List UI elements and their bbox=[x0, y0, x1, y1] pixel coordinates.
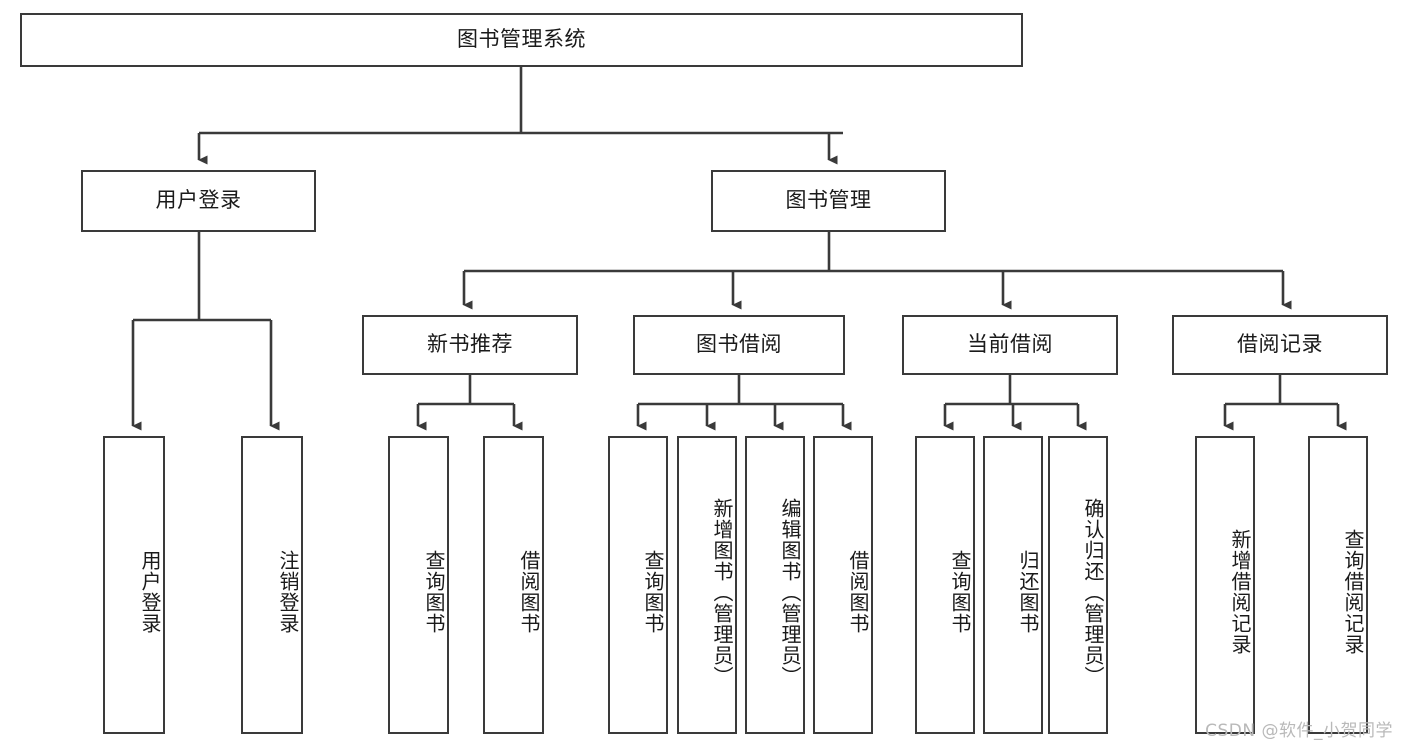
leaf-label: 确认归还（管理员） bbox=[1081, 497, 1105, 687]
leaf-borrow-record-1[interactable]: 新增借阅记录 bbox=[1195, 436, 1255, 734]
leaf-label: 新增借阅记录 bbox=[1228, 529, 1252, 655]
leaf-current-borrow-3[interactable]: 确认归还（管理员） bbox=[1048, 436, 1108, 734]
leaf-label: 编辑图书（管理员） bbox=[778, 497, 802, 687]
leaf-new-book-rec-1[interactable]: 查询图书 bbox=[388, 436, 449, 734]
leaf-book-borrow-1[interactable]: 查询图书 bbox=[608, 436, 668, 734]
node-user-login[interactable]: 用户登录 bbox=[81, 170, 316, 232]
leaf-book-borrow-4[interactable]: 借阅图书 bbox=[813, 436, 873, 734]
node-book-manage-label: 图书管理 bbox=[785, 188, 872, 213]
leaf-label: 用户登录 bbox=[138, 550, 162, 634]
leaf-label: 查询图书 bbox=[422, 550, 446, 634]
leaf-user-login-2[interactable]: 注销登录 bbox=[241, 436, 303, 734]
node-book-borrow-label: 图书借阅 bbox=[696, 332, 782, 357]
leaf-label: 新增图书（管理员） bbox=[710, 497, 734, 687]
leaf-label: 借阅图书 bbox=[846, 550, 870, 634]
node-new-book-rec[interactable]: 新书推荐 bbox=[362, 315, 578, 375]
leaf-current-borrow-1[interactable]: 查询图书 bbox=[915, 436, 975, 734]
node-borrow-record[interactable]: 借阅记录 bbox=[1172, 315, 1388, 375]
leaf-current-borrow-2[interactable]: 归还图书 bbox=[983, 436, 1043, 734]
leaf-label: 借阅图书 bbox=[517, 550, 541, 634]
leaf-book-borrow-2[interactable]: 新增图书（管理员） bbox=[677, 436, 737, 734]
watermark: CSDN @软件_小贺同学 bbox=[1205, 721, 1393, 741]
leaf-label: 查询图书 bbox=[641, 550, 665, 634]
leaf-label: 查询图书 bbox=[948, 550, 972, 634]
leaf-book-borrow-3[interactable]: 编辑图书（管理员） bbox=[745, 436, 805, 734]
node-current-borrow[interactable]: 当前借阅 bbox=[902, 315, 1118, 375]
leaf-label: 归还图书 bbox=[1016, 550, 1040, 634]
leaf-new-book-rec-2[interactable]: 借阅图书 bbox=[483, 436, 544, 734]
node-book-borrow[interactable]: 图书借阅 bbox=[633, 315, 845, 375]
leaf-borrow-record-2[interactable]: 查询借阅记录 bbox=[1308, 436, 1368, 734]
node-root-label: 图书管理系统 bbox=[457, 27, 586, 52]
node-borrow-record-label: 借阅记录 bbox=[1237, 332, 1323, 357]
node-book-manage[interactable]: 图书管理 bbox=[711, 170, 946, 232]
leaf-label: 查询借阅记录 bbox=[1341, 529, 1365, 655]
node-root[interactable]: 图书管理系统 bbox=[20, 13, 1023, 67]
leaf-label: 注销登录 bbox=[276, 550, 300, 634]
node-current-borrow-label: 当前借阅 bbox=[967, 332, 1053, 357]
leaf-user-login-1[interactable]: 用户登录 bbox=[103, 436, 165, 734]
node-new-book-rec-label: 新书推荐 bbox=[427, 332, 513, 357]
node-user-login-label: 用户登录 bbox=[155, 188, 242, 213]
